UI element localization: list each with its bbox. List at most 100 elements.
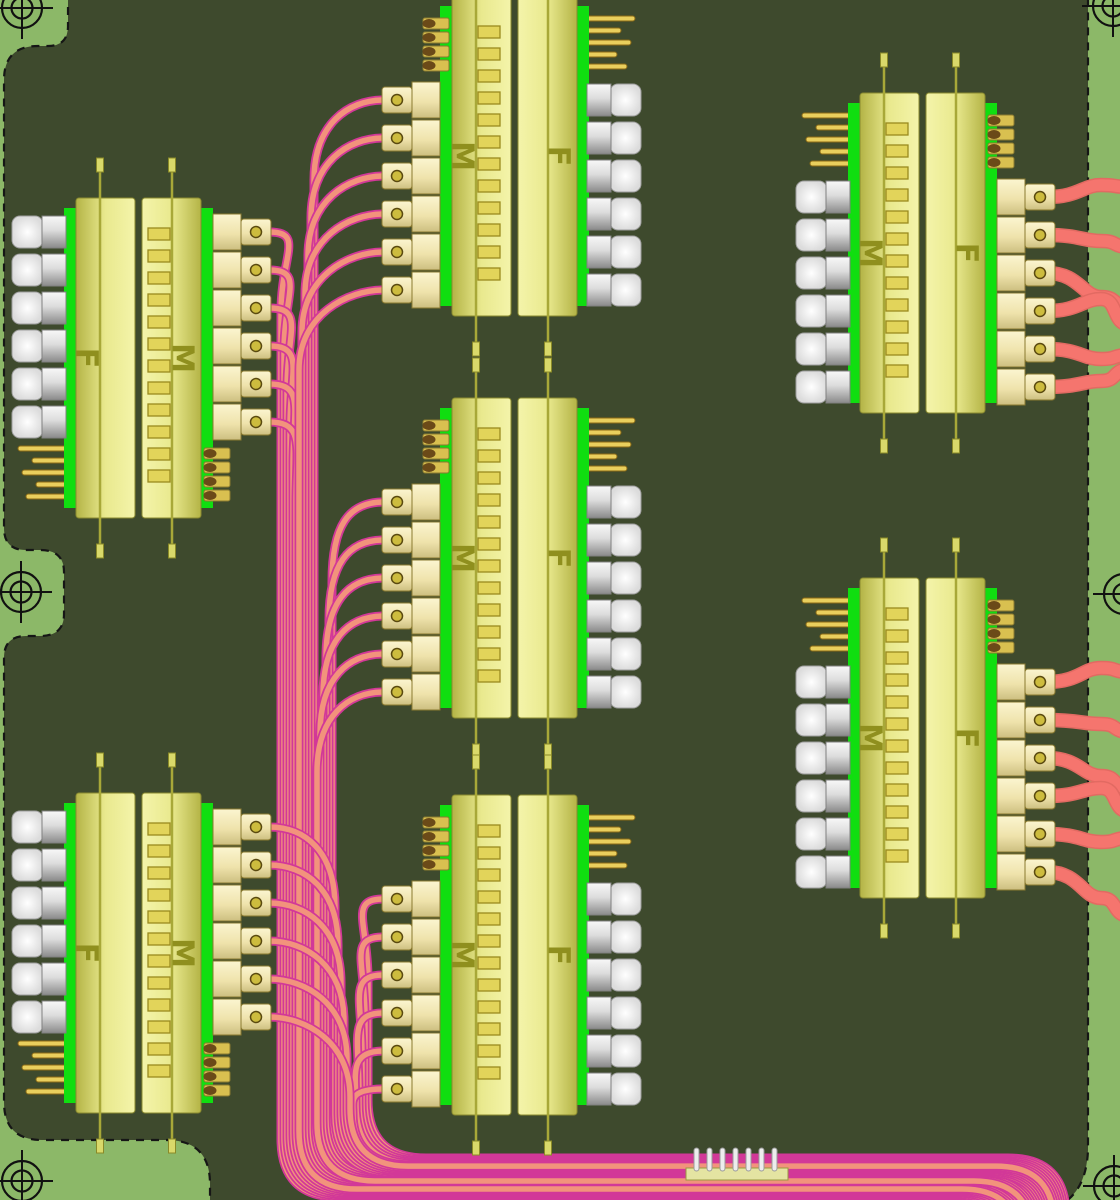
crimp-hole xyxy=(1033,342,1047,356)
crimp-hole xyxy=(249,820,263,834)
harness-wire[interactable] xyxy=(1039,780,1120,817)
stub-terminal-tip xyxy=(422,846,436,855)
harness-wire[interactable] xyxy=(1039,864,1120,922)
pin-cavity-square xyxy=(147,227,171,241)
crimp-hole xyxy=(1033,751,1047,765)
stub-terminal-tip xyxy=(987,601,1001,610)
pin-cavity-square xyxy=(477,669,501,683)
pin-cavity-square xyxy=(477,934,501,948)
crimp-terminal-block xyxy=(996,663,1026,701)
socket-contact-barrel xyxy=(825,855,851,889)
pin-cavity-square xyxy=(477,912,501,926)
latch-tick xyxy=(880,537,888,553)
crimp-hole xyxy=(249,301,263,315)
harness-wire[interactable] xyxy=(1039,660,1120,690)
socket-contact-barrel xyxy=(586,197,612,231)
fiducial-target xyxy=(0,0,53,39)
crimp-terminal-block xyxy=(411,673,441,711)
header-pin xyxy=(719,1147,726,1172)
pin-cavity-square xyxy=(147,976,171,990)
harness-wire[interactable] xyxy=(268,1012,1056,1200)
socket-contact-barrel xyxy=(825,218,851,252)
socket-contact-barrel xyxy=(41,291,67,325)
pin-cavity-square xyxy=(147,469,171,483)
socket-contact xyxy=(11,215,44,249)
connector-gender-label: F xyxy=(541,945,576,966)
crimp-hole xyxy=(390,571,404,585)
harness-wire[interactable] xyxy=(312,687,1032,1200)
crimp-hole xyxy=(390,1006,404,1020)
crimp-hole xyxy=(390,1044,404,1058)
latch-tick xyxy=(168,1138,176,1154)
connector-gender-label: F xyxy=(949,243,984,264)
socket-contact xyxy=(609,1034,642,1068)
socket-contact-barrel xyxy=(41,253,67,287)
socket-contact xyxy=(11,291,44,325)
harness-wire[interactable] xyxy=(1039,826,1120,850)
socket-contact-barrel xyxy=(41,405,67,439)
socket-contact xyxy=(11,329,44,363)
connector-gender-label: M xyxy=(165,343,200,373)
crimp-hole xyxy=(249,896,263,910)
socket-contact xyxy=(609,958,642,992)
harness-wire[interactable] xyxy=(1039,341,1120,367)
crimp-hole xyxy=(390,207,404,221)
crimp-terminal-block xyxy=(996,777,1026,815)
crimp-terminal-block xyxy=(212,960,242,998)
connector-green-strip xyxy=(848,103,860,403)
pin-cavity-square xyxy=(885,320,909,334)
crimp-terminal-block xyxy=(212,998,242,1036)
socket-contact xyxy=(795,218,828,252)
connector-green-strip xyxy=(577,6,589,306)
fiducial-target xyxy=(1082,0,1120,37)
stub-terminal-tip xyxy=(422,33,436,42)
socket-contact xyxy=(795,256,828,290)
pin-cavity-square xyxy=(147,822,171,836)
harness-wire[interactable] xyxy=(1039,363,1120,395)
connector-green-strip xyxy=(985,103,997,403)
socket-contact xyxy=(609,1072,642,1106)
crimp-terminal-block xyxy=(212,289,242,327)
connector-green-strip xyxy=(848,588,860,888)
stub-terminal-tip xyxy=(203,463,217,472)
pin-cavity-square xyxy=(885,783,909,797)
pin-header[interactable] xyxy=(685,1147,789,1181)
harness-wire[interactable] xyxy=(1039,712,1120,739)
socket-contact-barrel xyxy=(825,703,851,737)
socket-contact xyxy=(11,1000,44,1034)
crimp-terminal-block xyxy=(996,254,1026,292)
crimp-terminal-block xyxy=(411,119,441,157)
crimp-terminal-block xyxy=(996,853,1026,891)
pin-cavity-square xyxy=(477,179,501,193)
pin-cavity-square xyxy=(885,761,909,775)
crimp-hole xyxy=(1033,304,1047,318)
pin-cavity-square xyxy=(477,824,501,838)
harness-wire[interactable] xyxy=(1039,750,1120,794)
socket-contact xyxy=(609,920,642,954)
crimp-hole xyxy=(1033,228,1047,242)
crimp-hole xyxy=(390,1082,404,1096)
connector-gender-label: M xyxy=(445,543,480,573)
crimp-terminal-block xyxy=(996,701,1026,739)
socket-contact-barrel xyxy=(586,121,612,155)
harness-wire[interactable] xyxy=(294,285,1020,1200)
harness-wire[interactable] xyxy=(1039,177,1120,205)
harness-wire[interactable] xyxy=(1039,227,1120,254)
crimp-hole xyxy=(249,377,263,391)
pin-cavity-square xyxy=(147,1042,171,1056)
crimp-hole xyxy=(249,1010,263,1024)
socket-contact-barrel xyxy=(586,882,612,916)
socket-contact xyxy=(609,599,642,633)
socket-contact xyxy=(609,675,642,709)
pin-cavity-square xyxy=(477,559,501,573)
socket-contact-barrel xyxy=(586,996,612,1030)
socket-contact-barrel xyxy=(586,83,612,117)
connector-green-strip xyxy=(64,208,76,508)
